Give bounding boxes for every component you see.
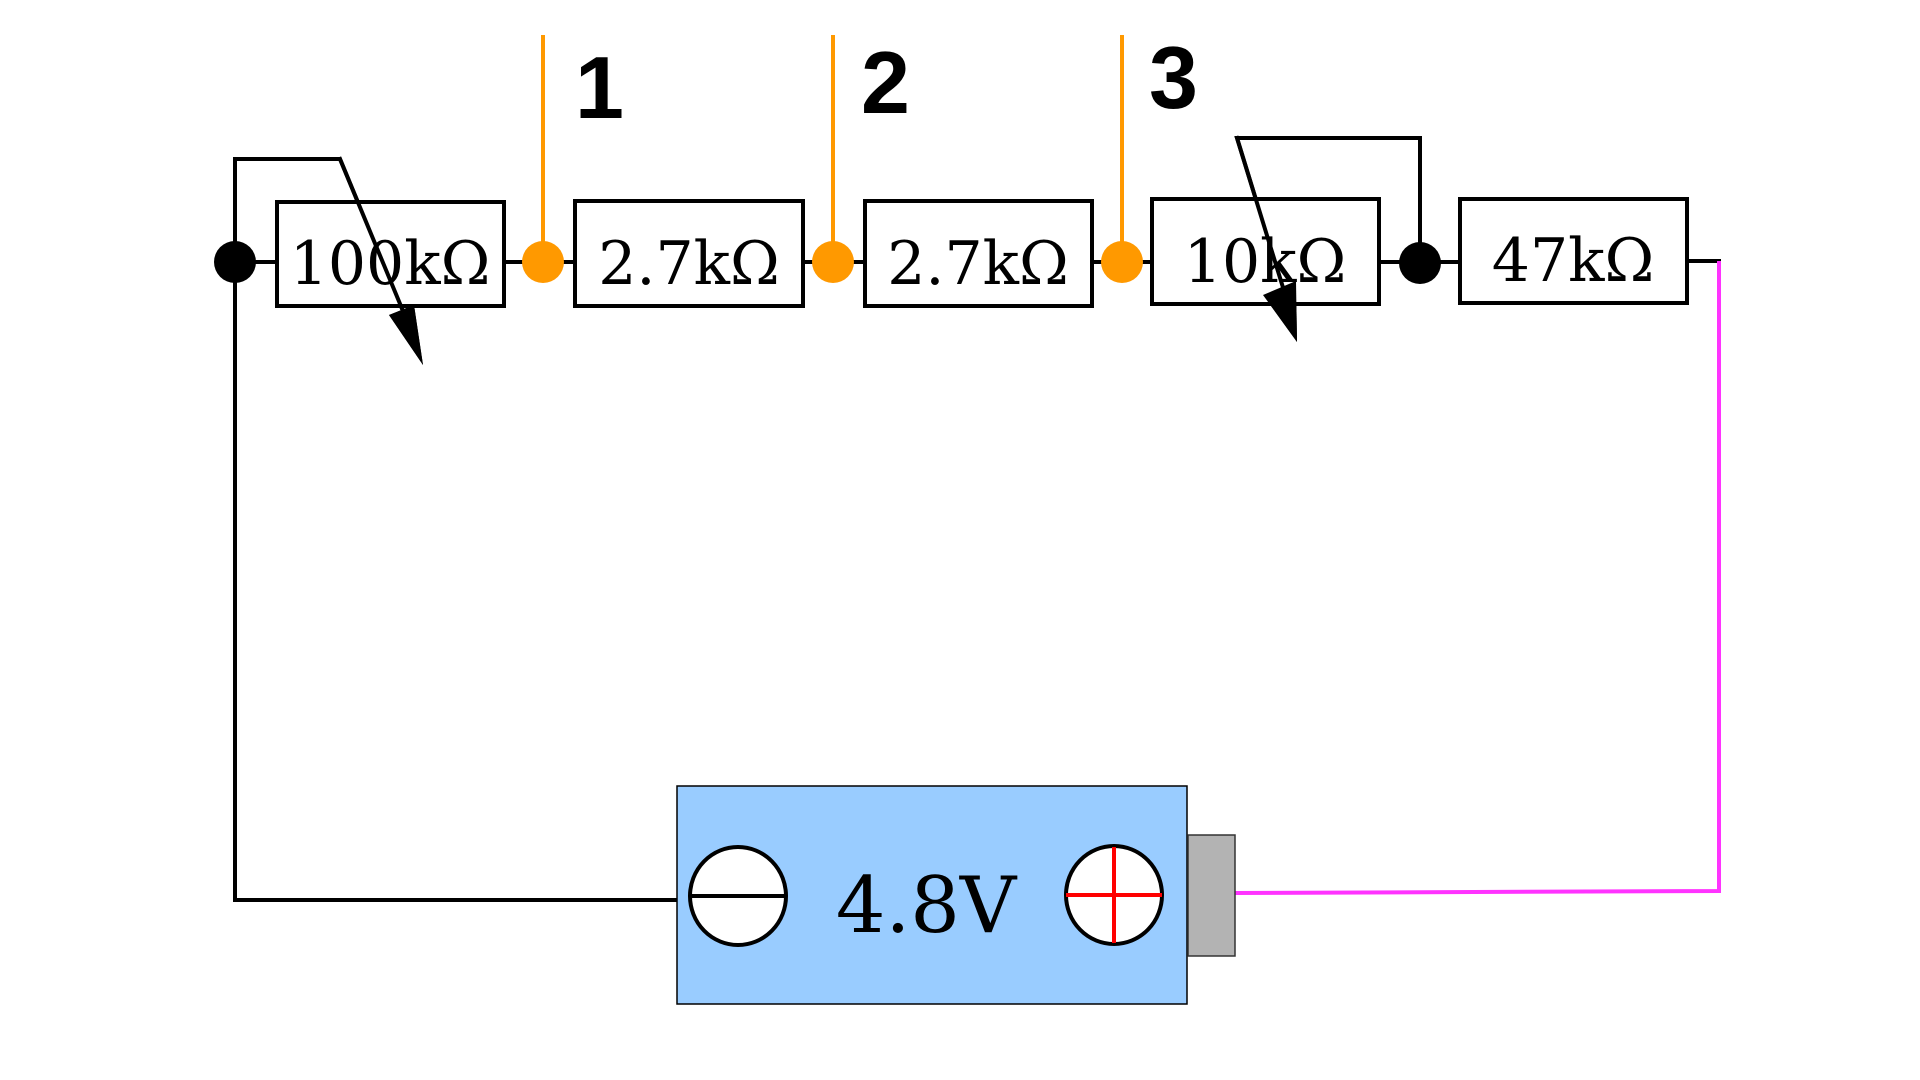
resistor-r2[interactable]: 2.7kΩ [573,199,805,308]
probe-1[interactable]: 1 [522,35,624,283]
probe-3[interactable]: 3 [1101,28,1198,283]
resistor-label: 2.7kΩ [887,229,1069,299]
resistor-body [863,199,1094,308]
plus-terminal-icon [1064,844,1164,946]
resistor-r4[interactable]: 10kΩ [1150,197,1381,306]
resistor-label: 10kΩ [1184,227,1346,297]
r4-arrowhead-icon [1263,281,1297,342]
probe-node[interactable] [522,241,564,283]
minus-terminal-icon [688,845,788,947]
resistor-body [275,200,506,308]
probe-label: 1 [575,38,624,137]
wire-positive [1234,261,1721,895]
resistor-r1[interactable]: 100kΩ [275,200,506,308]
resistor-r3[interactable]: 2.7kΩ [863,199,1094,308]
junction-node-right [1399,242,1441,284]
resistor-label: 100kΩ [290,229,491,299]
probe-node[interactable] [812,241,854,283]
resistor-body [573,199,805,308]
resistor-label: 47kΩ [1492,226,1654,296]
resistor-label: 2.7kΩ [598,229,780,299]
resistor-r5[interactable]: 47kΩ [1458,197,1689,305]
junction-node-left [214,241,256,283]
resistor-body [1458,197,1689,305]
battery-voltage-label: 4.8V [836,861,1018,951]
battery[interactable]: 4.8V [676,785,1236,1005]
probe-2[interactable]: 2 [812,33,910,283]
probe-label: 2 [861,33,910,132]
resistor-body [1150,197,1381,306]
battery-terminal [1187,834,1236,957]
probe-label: 3 [1149,28,1198,127]
probe-node[interactable] [1101,241,1143,283]
r1-arrowhead-icon [389,305,423,365]
wire-negative-return [233,260,679,902]
